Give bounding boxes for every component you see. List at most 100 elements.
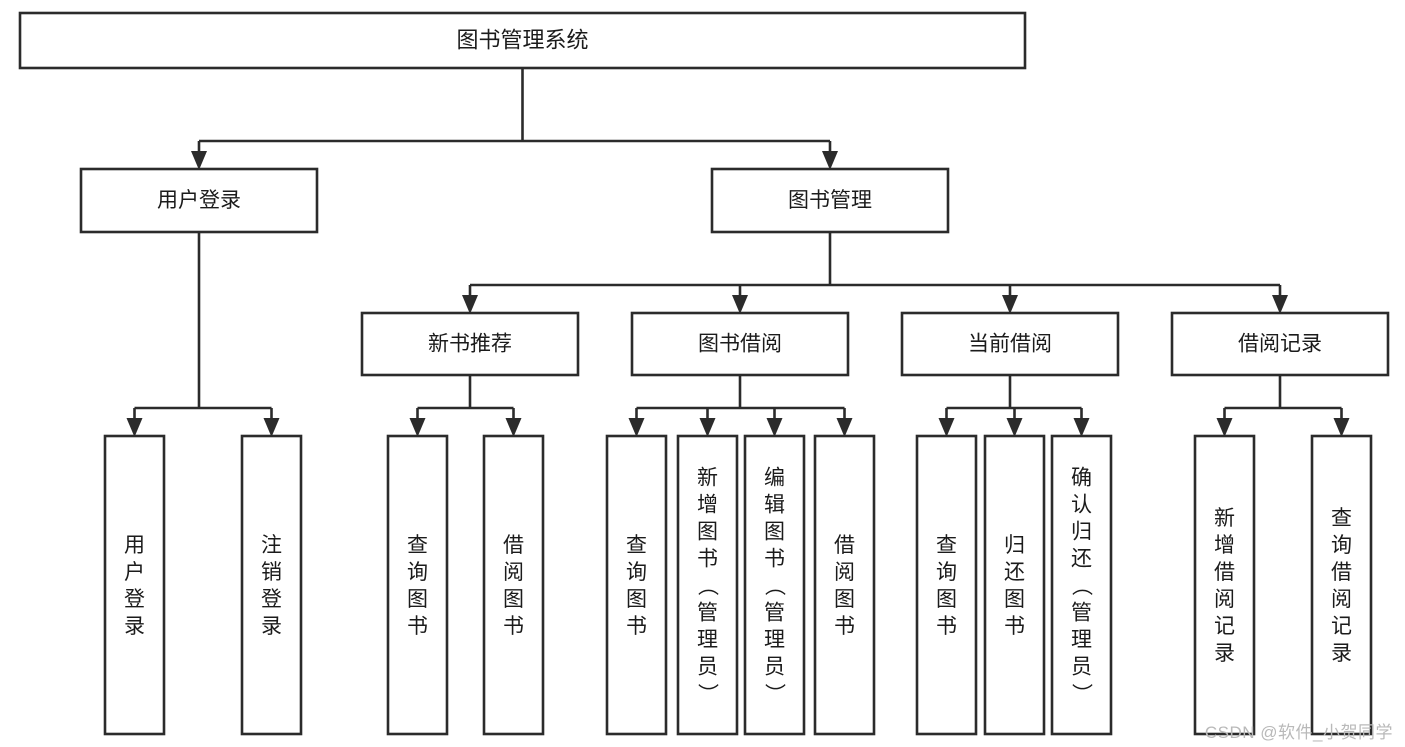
node-label-char: 书 bbox=[1004, 615, 1025, 638]
arrow-head-icon bbox=[505, 418, 522, 437]
node-label-char: 员 bbox=[764, 656, 785, 679]
node-borrow-record[interactable]: 借阅记录 bbox=[1170, 311, 1390, 377]
node-box[interactable] bbox=[676, 434, 739, 736]
node-label-char: 增 bbox=[697, 494, 718, 517]
node-box[interactable] bbox=[1050, 434, 1113, 736]
node-current-borrow[interactable]: 当前借阅 bbox=[900, 311, 1120, 377]
node-label-char: 录 bbox=[124, 615, 145, 638]
node-box[interactable] bbox=[813, 434, 876, 736]
node-label-char: 借 bbox=[503, 534, 524, 557]
arrow-head-icon bbox=[409, 418, 426, 437]
node-label-char: 还 bbox=[1004, 561, 1025, 584]
node-label-char: 用 bbox=[124, 534, 145, 557]
node-box[interactable] bbox=[983, 434, 1046, 736]
node-label-char: 还 bbox=[1071, 548, 1092, 571]
node-label-char: 认 bbox=[1071, 494, 1092, 517]
node-box[interactable] bbox=[915, 434, 978, 736]
node-label-char: 确 bbox=[1071, 467, 1092, 490]
node-box[interactable] bbox=[630, 311, 850, 377]
node-book-manage[interactable]: 图书管理 bbox=[710, 167, 950, 234]
arrow-head-icon bbox=[766, 418, 783, 437]
node-label-char: 查 bbox=[626, 534, 647, 557]
node-box[interactable] bbox=[79, 167, 319, 234]
node-label-char: 录 bbox=[261, 615, 282, 638]
node-label: 用户登录 bbox=[157, 189, 241, 212]
node-label-char: （ bbox=[1070, 575, 1093, 596]
node-new-book-recommend[interactable]: 新书推荐 bbox=[360, 311, 580, 377]
node-label: 图书管理系统 bbox=[456, 27, 588, 52]
node-leaf-user-login[interactable]: 用户登录 bbox=[103, 434, 166, 736]
node-label-char: 图 bbox=[834, 588, 855, 611]
arrow-head-icon bbox=[938, 418, 955, 437]
node-label-char: 书 bbox=[407, 615, 428, 638]
node-label-char: 图 bbox=[764, 521, 785, 544]
node-label: 新书推荐 bbox=[428, 333, 512, 356]
node-label: 当前借阅 bbox=[968, 333, 1052, 356]
node-label-char: 询 bbox=[936, 561, 957, 584]
node-box[interactable] bbox=[360, 311, 580, 377]
arrow-head-icon bbox=[1333, 418, 1350, 437]
node-label-char: 归 bbox=[1071, 521, 1092, 544]
arrow-head-icon bbox=[628, 418, 645, 437]
node-label-char: 录 bbox=[1331, 642, 1352, 665]
node-box[interactable] bbox=[103, 434, 166, 736]
node-label-char: 录 bbox=[1214, 642, 1235, 665]
node-box[interactable] bbox=[1170, 311, 1390, 377]
node-box[interactable] bbox=[710, 167, 950, 234]
node-box[interactable] bbox=[743, 434, 806, 736]
node-box[interactable] bbox=[900, 311, 1120, 377]
node-user-login[interactable]: 用户登录 bbox=[79, 167, 319, 234]
arrow-head-icon bbox=[1216, 418, 1233, 437]
node-box[interactable] bbox=[18, 11, 1027, 70]
node-label-char: 查 bbox=[936, 534, 957, 557]
node-label-char: 阅 bbox=[1214, 588, 1235, 611]
node-label-char: 阅 bbox=[1331, 588, 1352, 611]
node-label-char: 查 bbox=[1331, 507, 1352, 530]
node-label-char: 书 bbox=[834, 615, 855, 638]
node-label-char: 管 bbox=[697, 602, 718, 625]
node-label-char: 图 bbox=[626, 588, 647, 611]
node-box[interactable] bbox=[1310, 434, 1373, 736]
arrow-head-icon bbox=[126, 418, 143, 437]
node-root[interactable]: 图书管理系统 bbox=[18, 11, 1027, 70]
arrow-head-icon bbox=[732, 295, 748, 314]
node-label-char: 员 bbox=[697, 656, 718, 679]
node-label-char: 阅 bbox=[834, 561, 855, 584]
node-label-char: 新 bbox=[1214, 507, 1235, 530]
node-box[interactable] bbox=[386, 434, 449, 736]
connector-group-book-borrow bbox=[628, 375, 853, 437]
node-label: 用户登录 bbox=[124, 534, 145, 638]
edges-layer bbox=[126, 68, 1350, 437]
node-book-borrow[interactable]: 图书借阅 bbox=[630, 311, 850, 377]
arrow-head-icon bbox=[1002, 295, 1018, 314]
node-label-char: 记 bbox=[1331, 615, 1352, 638]
node-label: 图书借阅 bbox=[698, 333, 782, 356]
node-box[interactable] bbox=[605, 434, 668, 736]
node-label-char: 记 bbox=[1214, 615, 1235, 638]
node-box[interactable] bbox=[1193, 434, 1256, 736]
node-box[interactable] bbox=[482, 434, 545, 736]
node-label-char: 询 bbox=[407, 561, 428, 584]
node-label-char: 辑 bbox=[764, 494, 785, 517]
node-label-char: 增 bbox=[1214, 534, 1235, 557]
node-label-char: 新 bbox=[697, 467, 718, 490]
node-label-char: 借 bbox=[1214, 561, 1235, 584]
node-box[interactable] bbox=[240, 434, 303, 736]
